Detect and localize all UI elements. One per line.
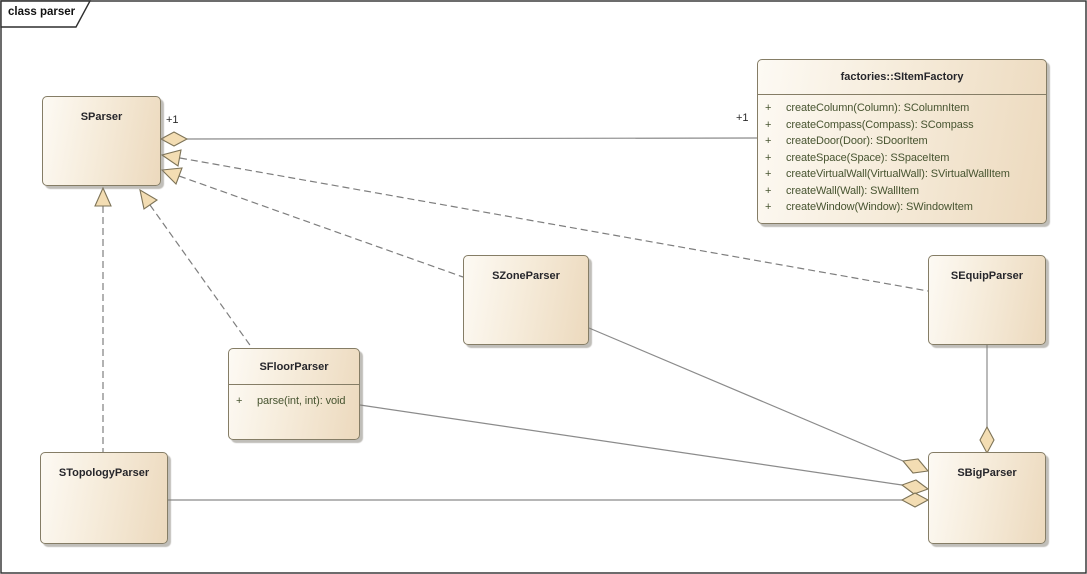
operation-row: + createDoor(Door): SDoorItem — [758, 133, 1046, 150]
realization-stopologyparser-sparser[interactable] — [94, 186, 112, 452]
visibility-marker: + — [765, 102, 772, 114]
aggregation-diamond — [901, 458, 930, 474]
class-box-sitemfactory[interactable]: factories::SItemFactory + createColumn(Co… — [757, 59, 1047, 224]
operation-signature: createDoor(Door): SDoorItem — [786, 135, 928, 147]
multiplicity-label-sparser: +1 — [166, 114, 179, 126]
aggregation-diamond — [900, 479, 930, 495]
class-name: SParser — [80, 111, 123, 123]
aggregation-diamond — [900, 492, 930, 508]
class-box-sfloorparser[interactable]: SFloorParser + parse(int, int): void — [228, 348, 360, 440]
class-name: STopologyParser — [58, 467, 150, 479]
aggregation-sparser-itemfactory[interactable] — [159, 131, 758, 147]
realization-arrowhead — [94, 186, 112, 207]
frame-label-tab — [0, 0, 92, 28]
operation-row: + createSpace(Space): SSpaceItem — [758, 150, 1046, 167]
visibility-marker: + — [765, 184, 772, 197]
visibility-marker: + — [765, 118, 772, 131]
visibility-marker: + — [765, 151, 772, 164]
aggregation-stopologyparser-sbigparser[interactable] — [168, 492, 930, 508]
class-box-sparser[interactable]: SParser — [42, 96, 161, 186]
operation-signature: createVirtualWall(VirtualWall): SVirtual… — [786, 168, 1010, 180]
visibility-marker: + — [765, 135, 772, 147]
visibility-marker: + — [236, 395, 243, 407]
operation-row: + createVirtualWall(VirtualWall): SVirtua… — [758, 166, 1046, 183]
operation-row: + createWall(Wall): SWallItem — [758, 183, 1046, 200]
class-box-sequipparser[interactable]: SEquipParser — [928, 255, 1046, 345]
class-box-szoneparser[interactable]: SZoneParser — [463, 255, 589, 345]
operation-signature: createWindow(Window): SWindowItem — [786, 201, 973, 213]
realization-arrowhead — [160, 167, 183, 185]
aggregation-sfloorparser-sbigparser[interactable] — [359, 404, 930, 495]
operations-compartment: + parse(int, int): void — [229, 385, 359, 410]
class-name: SEquipParser — [950, 270, 1024, 282]
operations-compartment: + createColumn(Column): SColumnItem + crea… — [758, 95, 1046, 216]
class-box-sbigparser[interactable]: SBigParser — [928, 452, 1046, 544]
operation-row: + createCompass(Compass): SCompass — [758, 117, 1046, 134]
aggregation-diamond — [159, 131, 189, 147]
class-box-stopologyparser[interactable]: STopologyParser — [40, 452, 168, 544]
visibility-marker: + — [765, 201, 772, 213]
operation-row: + createColumn(Column): SColumnItem — [758, 100, 1046, 117]
class-name: SZoneParser — [492, 270, 560, 282]
visibility-marker: + — [765, 168, 772, 180]
operation-row: + parse(int, int): void — [229, 393, 359, 410]
frame-label: class parser — [8, 6, 76, 18]
operation-signature: parse(int, int): void — [257, 395, 346, 407]
operation-signature: createColumn(Column): SColumnItem — [786, 102, 970, 114]
class-name: SBigParser — [957, 467, 1017, 479]
realization-arrowhead — [160, 149, 182, 167]
class-name: factories::SItemFactory — [758, 60, 1046, 95]
operation-signature: createWall(Wall): SWallItem — [786, 184, 919, 197]
class-name: SFloorParser — [229, 349, 359, 385]
operation-signature: createSpace(Space): SSpaceItem — [786, 151, 950, 164]
aggregation-szoneparser-sbigparser[interactable] — [588, 327, 930, 474]
realization-sequipparser-sparser[interactable] — [160, 149, 929, 292]
realization-szoneparser-sparser[interactable] — [160, 167, 464, 278]
multiplicity-label-itemfactory: +1 — [736, 112, 749, 124]
realization-arrowhead — [139, 188, 159, 210]
operation-signature: createCompass(Compass): SCompass — [786, 118, 974, 131]
realization-sfloorparser-sparser[interactable] — [139, 188, 253, 349]
operation-row: + createWindow(Window): SWindowItem — [758, 199, 1046, 216]
